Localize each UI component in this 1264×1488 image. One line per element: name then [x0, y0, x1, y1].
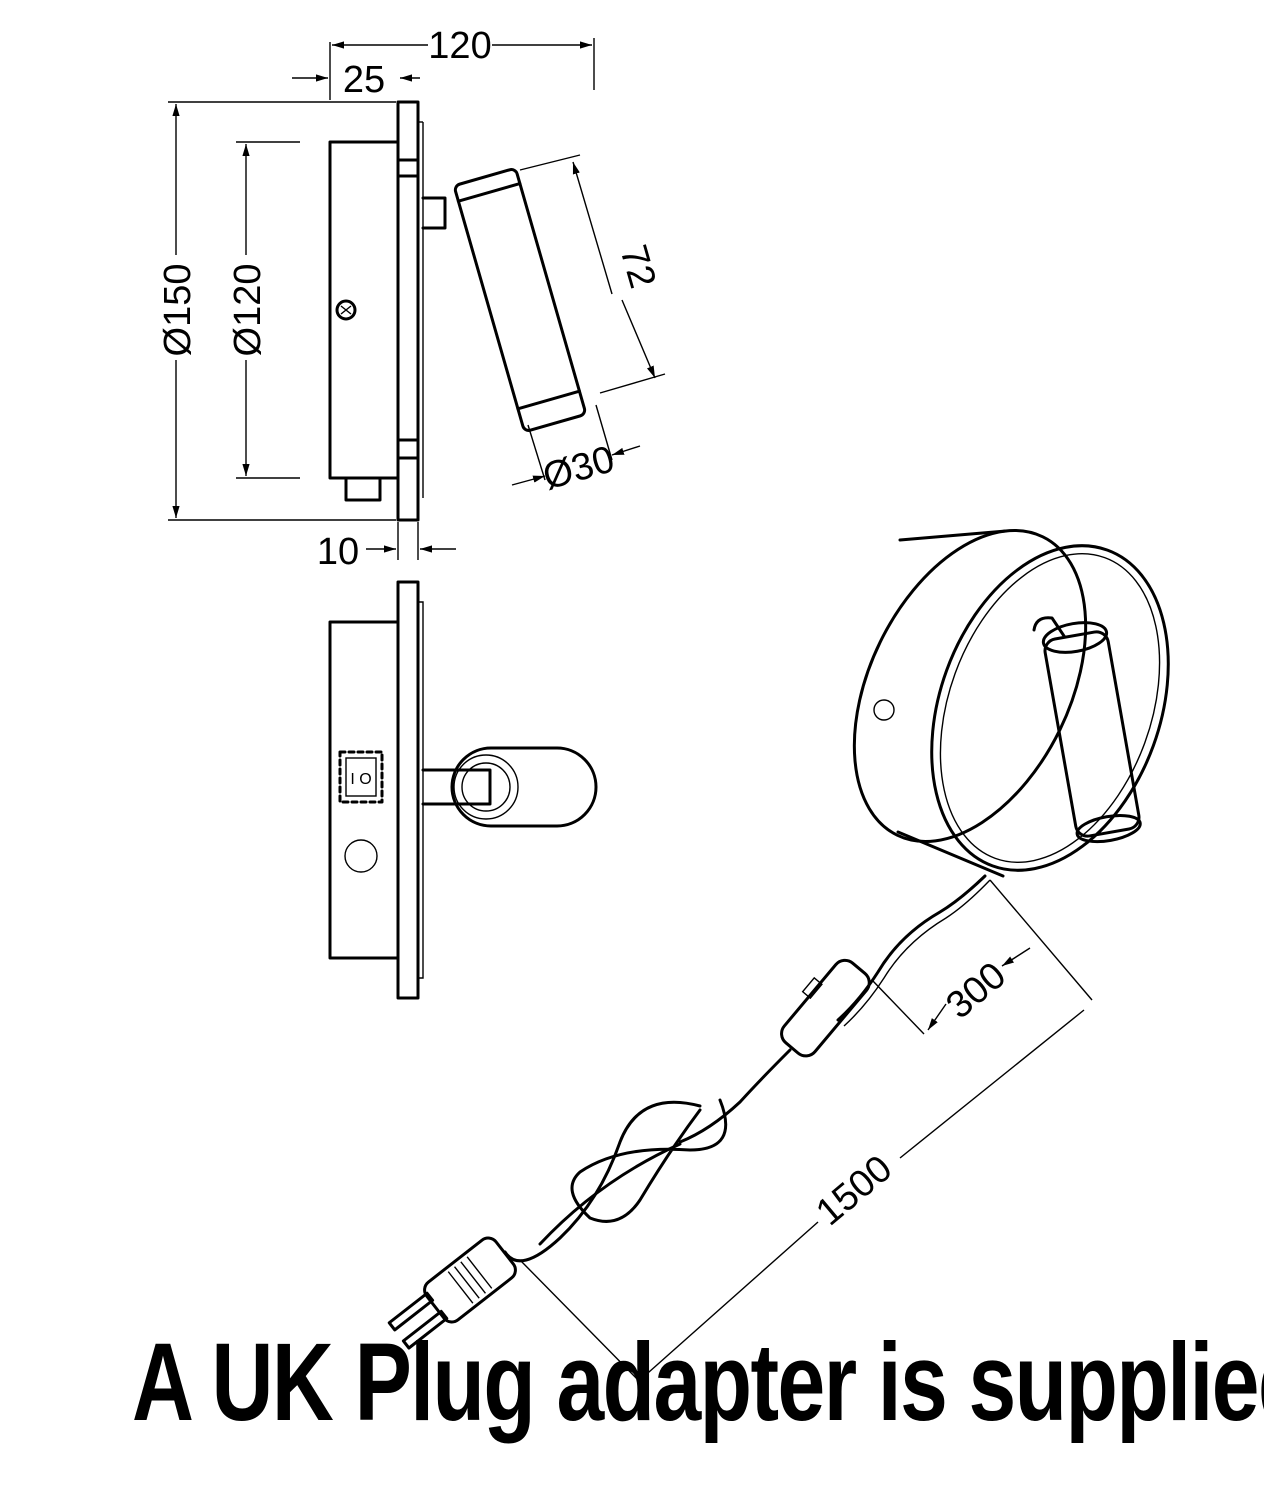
dim-head-diameter: Ø30 — [538, 438, 619, 498]
dim-arm-length: 72 — [612, 241, 664, 293]
side-view — [328, 100, 587, 522]
round-button-icon — [344, 839, 378, 873]
inline-switch-icon — [780, 958, 871, 1058]
plug-icon — [423, 1236, 517, 1324]
screw-icon — [335, 299, 357, 321]
switch-icon — [344, 476, 382, 502]
caption: A UK Plug adapter is supplied — [132, 1321, 1264, 1444]
second-side-view: I O — [328, 580, 598, 1000]
rocker-switch-icon — [338, 750, 384, 804]
svg-text:I O: I O — [350, 771, 371, 788]
dim-backplate-diameter: Ø150 — [157, 264, 199, 357]
cable-dimensions: 300 1500 — [519, 879, 1093, 1385]
dim-backplate-depth: 25 — [343, 59, 385, 101]
dim-plate-thickness: 10 — [317, 531, 359, 573]
dim-cable-total: 1500 — [808, 1148, 900, 1235]
side-dimensions: 120 25 Ø150 Ø120 72 Ø30 10 — [157, 25, 666, 573]
perspective-view — [387, 528, 1170, 1350]
dim-overall-depth: 120 — [428, 25, 491, 67]
screw-icon — [873, 699, 895, 721]
dim-body-diameter: Ø120 — [227, 264, 269, 357]
